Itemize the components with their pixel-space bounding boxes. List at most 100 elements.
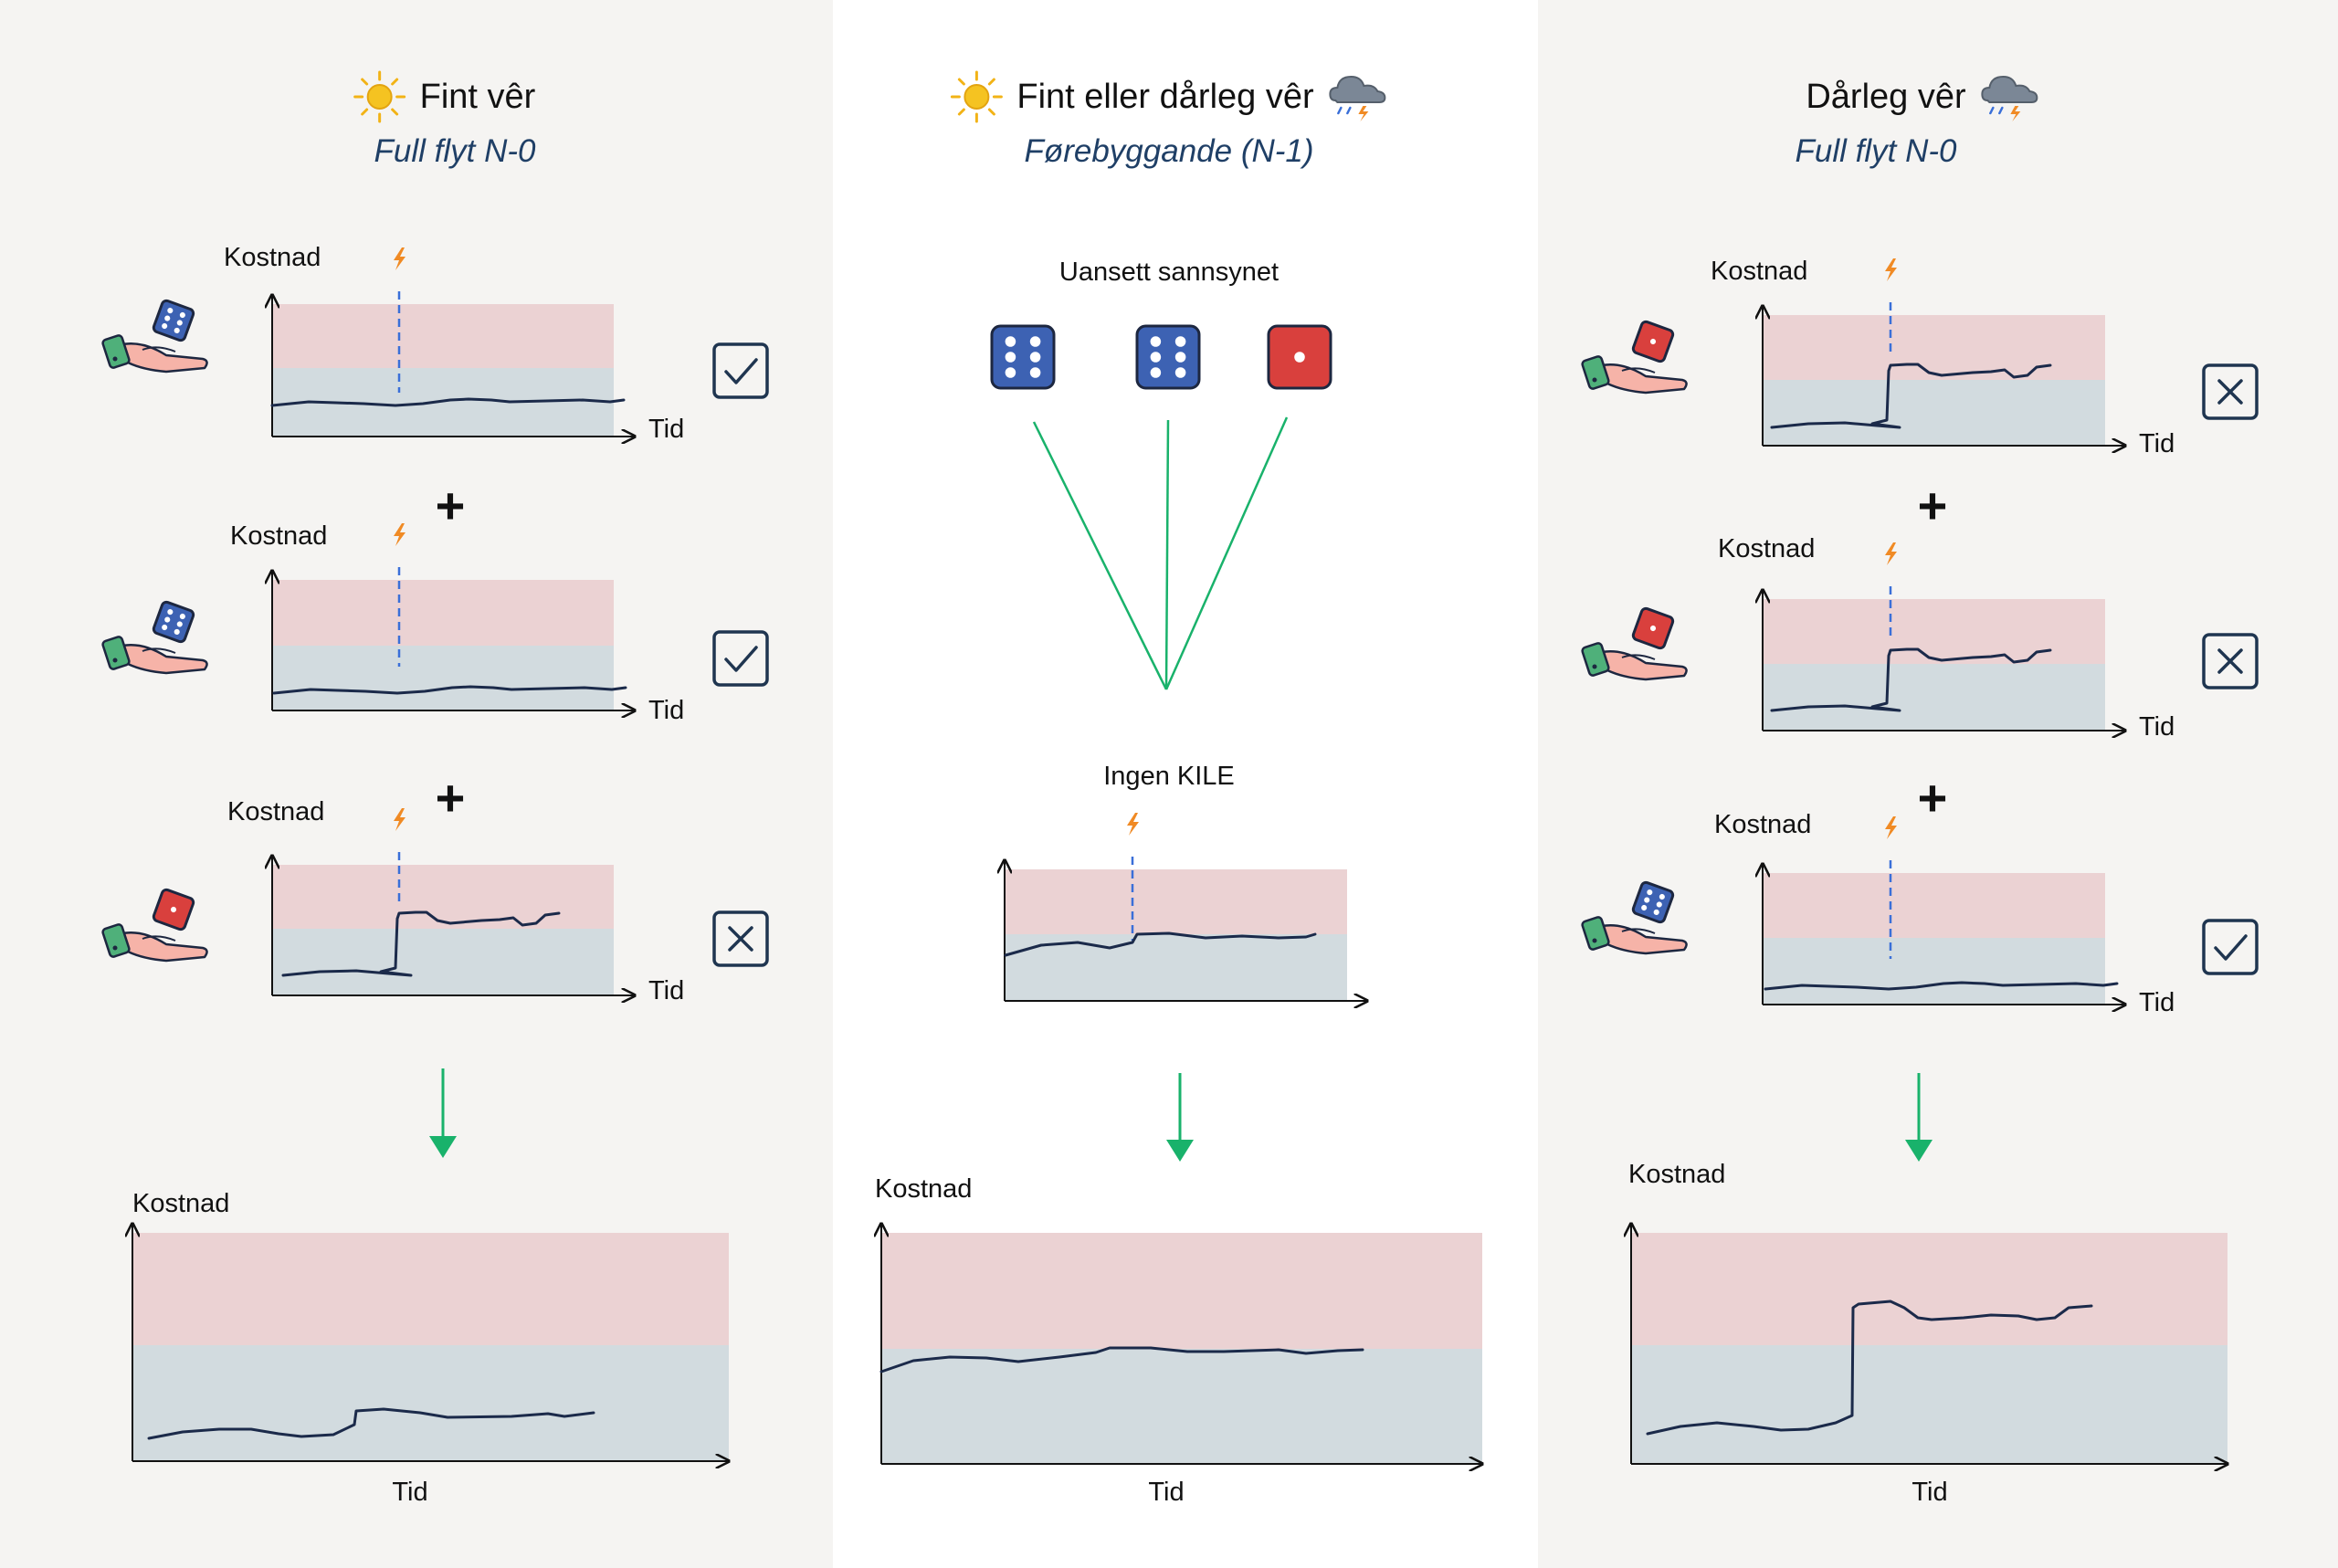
y-axis-label: Kostnad [1628, 1160, 1726, 1189]
outcome-box [2202, 633, 2259, 689]
sun-icon [353, 70, 406, 123]
finger-line [142, 346, 176, 353]
cost-curve [147, 1407, 595, 1440]
x-axis-label: Tid [1148, 1478, 1185, 1507]
die-pip [1644, 897, 1650, 903]
low-cost-zone [881, 1349, 1482, 1464]
y-axis-label: Kostnad [1714, 810, 1812, 839]
tilted-die [1631, 606, 1675, 650]
sun-icon [950, 70, 1003, 123]
die-face [1135, 324, 1201, 390]
die-six-blue-icon [1631, 880, 1675, 924]
plus-sign: + [1917, 769, 1948, 826]
die-pip [176, 621, 183, 627]
column-title: Fint eller dårleg vêr [1016, 77, 1314, 116]
high-cost-zone [272, 304, 614, 368]
hand-icon [1600, 363, 1688, 395]
cost-time-chart [1631, 1224, 2227, 1464]
cost-time-chart [881, 1224, 1482, 1464]
high-cost-zone [1631, 1233, 2227, 1345]
die-pip [176, 320, 183, 326]
die-pip [1029, 336, 1041, 347]
die-pip [1659, 893, 1665, 900]
low-cost-zone [272, 646, 614, 710]
y-axis-label: Kostnad [224, 243, 321, 272]
die-pip [1005, 336, 1016, 347]
hand-with-die-icon [1581, 880, 1688, 955]
y-axis-label: Kostnad [132, 1189, 230, 1218]
cuff-button [1592, 938, 1597, 943]
funnel-line [1032, 421, 1168, 690]
die-pip [1029, 367, 1041, 378]
outcome-box [2202, 363, 2259, 420]
cost-time-chart [1763, 816, 2125, 1005]
hand-with-die-icon [101, 888, 208, 963]
die-one-red-icon [152, 888, 195, 931]
x-axis-label: Tid [648, 696, 685, 725]
y-axis-label: Kostnad [1711, 257, 1808, 286]
die-pip [179, 311, 185, 319]
cost-curve [1646, 1300, 2093, 1436]
finger-line [1621, 928, 1656, 934]
green-down-arrow [1905, 1073, 1933, 1162]
checkbox-cross-icon [2202, 363, 2259, 420]
outcome-box [712, 342, 769, 399]
sleeve-cuff [1581, 642, 1610, 677]
hand-with-die-icon [101, 299, 208, 374]
heading-mixed-weather: Fint eller dårleg vêr [949, 69, 1388, 124]
tilted-die [1631, 320, 1675, 363]
cuff-button [1592, 664, 1597, 669]
die-pip [1029, 352, 1041, 363]
cross-mark [2217, 379, 2243, 405]
hand-icon [1600, 650, 1688, 681]
lightning-icon [394, 247, 405, 270]
cuff-button [112, 356, 118, 362]
finger-line [142, 647, 176, 654]
high-cost-zone [272, 865, 614, 929]
y-axis-label: Kostnad [230, 521, 328, 551]
high-cost-zone [272, 580, 614, 646]
x-axis-label: Tid [648, 976, 685, 1005]
die-face [152, 299, 195, 342]
die-pip [162, 322, 168, 330]
check-mark [2214, 934, 2248, 961]
checkbox-checked-icon [712, 342, 769, 399]
high-cost-zone [1763, 315, 2105, 380]
funnel-line [1164, 419, 1170, 690]
sleeve-cuff [1581, 355, 1610, 390]
die-pip [164, 616, 171, 623]
high-cost-zone [1763, 873, 2105, 938]
die-pip [174, 628, 180, 635]
sleeve-cuff [1581, 916, 1610, 951]
plus-sign: + [1917, 477, 1948, 534]
high-cost-zone [132, 1233, 729, 1345]
hand-with-die-icon [101, 600, 208, 675]
cost-curve [270, 397, 626, 407]
hand-icon [121, 931, 208, 963]
die-six-blue-icon [1135, 324, 1201, 390]
cost-time-chart [1763, 258, 2125, 446]
hand-icon [121, 644, 208, 675]
column-subtitle: Full flyt N-0 [374, 133, 536, 169]
die-one-red-icon [1631, 606, 1675, 650]
checkbox-checked-icon [2202, 919, 2259, 975]
die-pip [162, 624, 168, 631]
cost-time-chart [272, 523, 635, 710]
cuff-button [112, 945, 118, 951]
finger-line [1621, 367, 1656, 374]
outcome-box [712, 910, 769, 967]
checkbox-cross-icon [712, 910, 769, 967]
sleeve-cuff [101, 636, 131, 670]
die-pip [1649, 625, 1657, 632]
die-pip [1647, 889, 1653, 896]
lightning-icon [1885, 816, 1897, 839]
cost-curve [1770, 363, 2052, 429]
die-pip [1174, 352, 1186, 363]
high-cost-zone [881, 1233, 1482, 1349]
hand-icon [1600, 924, 1688, 955]
low-cost-zone [1631, 1345, 2227, 1464]
die-pip [170, 906, 177, 913]
tilted-die [152, 600, 195, 644]
die-pip [179, 613, 185, 620]
